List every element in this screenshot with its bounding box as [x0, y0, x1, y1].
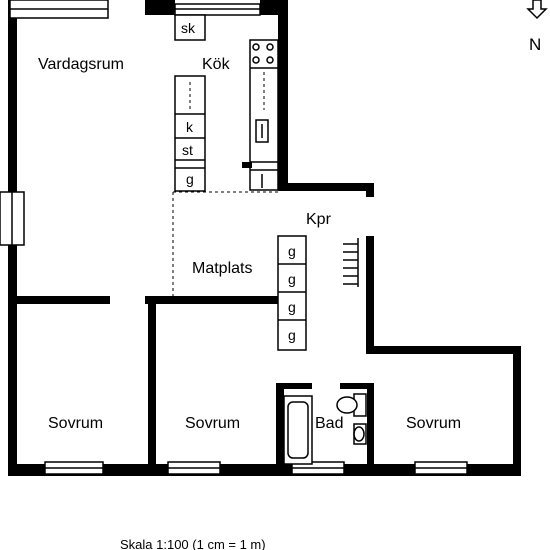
windows [0, 0, 468, 475]
scale-caption: Skala 1:100 (1 cm = 1 m) [120, 537, 266, 550]
wardrobe-label: g [288, 327, 296, 343]
bathroom-fixtures [283, 393, 367, 465]
wardrobe-label: g [288, 299, 296, 315]
interior-walls [17, 296, 374, 464]
north-label: N [529, 35, 541, 54]
kitchen-fixtures [174, 14, 279, 192]
cabinet-label-sk: sk [181, 20, 196, 36]
north-compass: N [526, 0, 548, 54]
room-label-bathroom: Bad [315, 415, 343, 432]
kitchen-wardrobe-label: g [186, 171, 194, 187]
stove-cabinet-label: st [182, 142, 193, 158]
room-label-kitchen: Kök [202, 56, 231, 73]
room-labels: Vardagsrum Kök Kpr Matplats Sovrum Sovru… [38, 56, 461, 432]
exterior-walls [8, 0, 521, 476]
dashed-openings [172, 191, 278, 296]
room-label-dining: Matplats [192, 260, 252, 277]
room-label-corridor: Kpr [306, 211, 332, 228]
north-arrow-icon [526, 0, 548, 20]
hanger-rack [343, 238, 359, 287]
wardrobe-label: g [288, 243, 296, 259]
room-label-bedroom-2: Sovrum [185, 415, 240, 432]
wardrobe-label: g [288, 271, 296, 287]
room-label-living: Vardagsrum [38, 56, 124, 73]
room-label-bedroom-1: Sovrum [48, 415, 103, 432]
corridor-wardrobes [277, 235, 307, 351]
room-label-bedroom-3: Sovrum [406, 415, 461, 432]
fridge-label: k [186, 119, 194, 135]
fixture-labels: sk k st g g g g g [181, 20, 296, 343]
